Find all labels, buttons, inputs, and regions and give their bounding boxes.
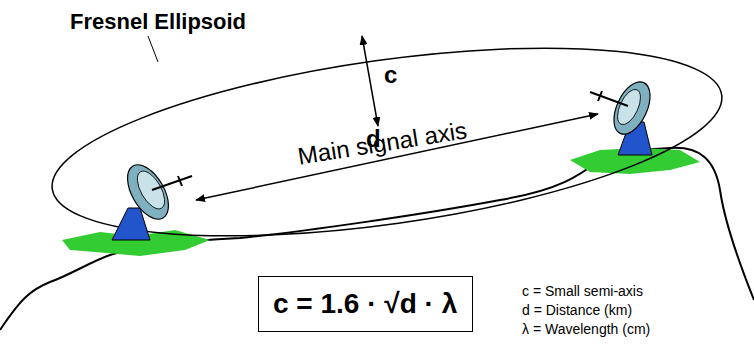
terrain-line [0, 148, 754, 330]
legend-note: c = Small semi-axis [522, 284, 643, 299]
leader-line [148, 36, 158, 62]
formula-box: c = 1.6 · √d · λ [258, 276, 473, 332]
legend-note: d = Distance (km) [522, 303, 632, 318]
legend-note: λ = Wavelength (cm) [522, 322, 650, 337]
axis-arrow [196, 114, 598, 200]
diagram-title: Fresnel Ellipsoid [70, 10, 246, 34]
fresnel-ellipse [41, 14, 733, 270]
antenna-left [112, 158, 192, 240]
axis-label: Main signal axis [296, 117, 469, 170]
formula-text: c = 1.6 · √d · λ [273, 287, 458, 321]
semi-axis-label: c [384, 62, 397, 88]
antenna-right [590, 76, 657, 155]
semi-axis-arrow [362, 36, 378, 126]
